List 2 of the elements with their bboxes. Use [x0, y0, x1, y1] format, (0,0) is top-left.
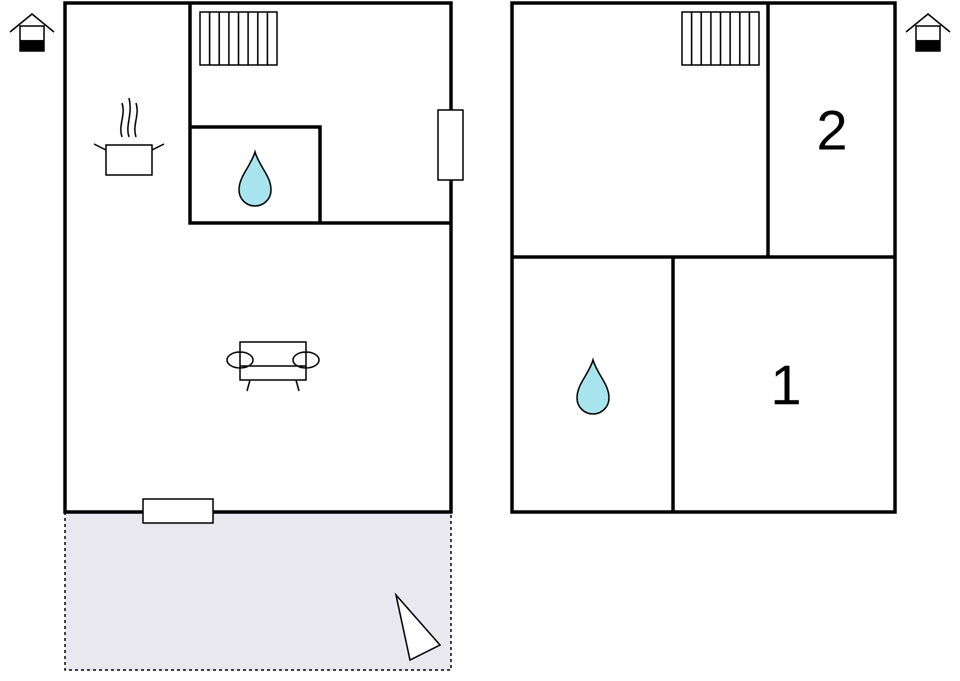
room-number: 2: [819, 110, 845, 150]
room-number: 1: [774, 366, 799, 404]
